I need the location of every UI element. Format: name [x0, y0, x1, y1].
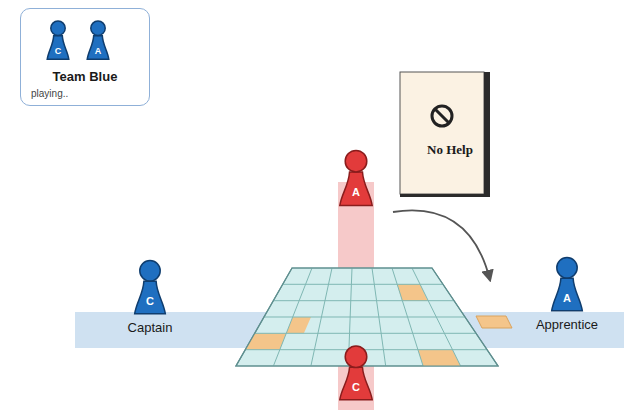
sign-card: No Help [400, 72, 500, 194]
pawn-letter: C [338, 380, 374, 394]
pawn-letter: C [133, 294, 167, 308]
pawn-piece: C [338, 344, 374, 402]
role-label: Captain [128, 320, 173, 336]
role-label: Apprentice [536, 317, 598, 333]
pawn-letter: A [86, 45, 110, 57]
pawn-shape [338, 344, 374, 402]
pawn-shape [550, 255, 584, 313]
move-arrow [393, 210, 490, 280]
pawn-head [140, 261, 160, 281]
pawn-shape [133, 258, 167, 316]
pawn-piece: A [338, 148, 374, 208]
pawn-letter: C [46, 45, 70, 57]
pawn-head [91, 21, 105, 35]
pawn-shape [338, 148, 374, 208]
sign-card-shape [400, 72, 490, 197]
status-text: playing.. [31, 88, 68, 100]
pawn-head [51, 21, 65, 35]
pawn-letter: A [338, 185, 374, 199]
pawn-piece: CCaptain [133, 258, 167, 316]
pawn-head [557, 258, 577, 278]
pawn-piece: AApprentice [550, 255, 584, 313]
team-panel: Team Blue playing.. C A [20, 8, 150, 106]
pawn-piece: A [86, 19, 110, 61]
no-symbol [432, 106, 452, 126]
loose-tile [476, 316, 512, 328]
pawn-head [345, 150, 367, 172]
sign-text: No Help [400, 142, 500, 158]
pawn-letter: A [550, 291, 584, 305]
pawn-head [345, 346, 367, 368]
game-board [236, 268, 498, 366]
pawn-piece: C [46, 19, 70, 61]
team-name: Team Blue [21, 69, 149, 85]
